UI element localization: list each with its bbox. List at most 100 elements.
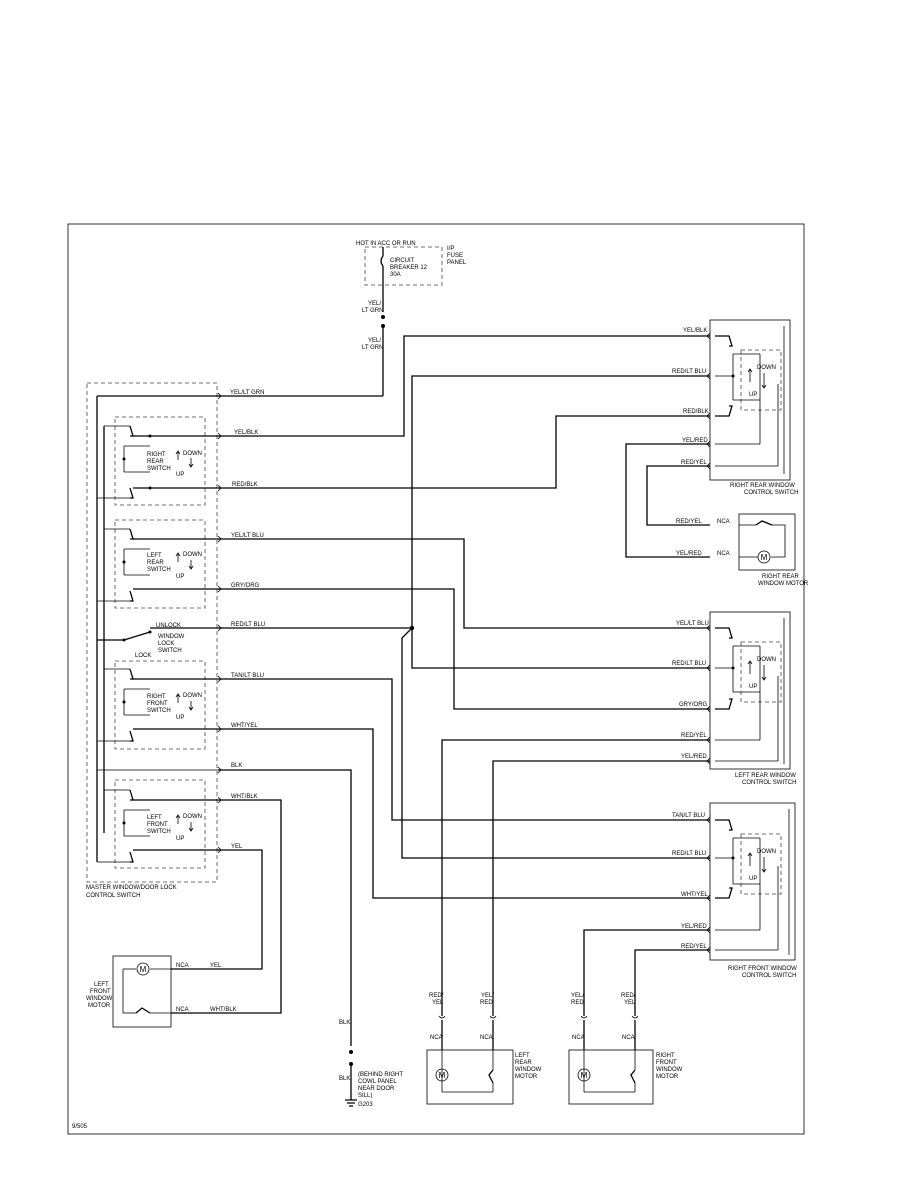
lr-motor-label-2: REAR — [515, 1060, 532, 1066]
wire-label-nca-rrm1: NCA — [717, 519, 730, 525]
footer-code: 9/505 — [72, 1124, 88, 1130]
rf-motor-label-3: WINDOW — [656, 1067, 683, 1073]
window-lock-label-1: WINDOW — [158, 634, 185, 640]
arrow-up-down-icon — [175, 552, 194, 570]
window-lock-label-2: LOCK — [158, 641, 174, 647]
arrow-up-down-icon — [175, 450, 194, 468]
lf-switch-label-3: SWITCH — [147, 829, 171, 835]
arrow-up-down-icon — [747, 852, 767, 873]
wire-label-yel-ltgrn-a1: YEL/ — [368, 301, 381, 307]
master-label-1: MASTER WINDOW/DOOR LOCK — [86, 885, 177, 891]
lr-motor-wire-1a: RED/ — [429, 993, 444, 999]
wire-label-nca-rrm2: NCA — [717, 551, 730, 557]
connector-pins — [217, 332, 711, 954]
wire-label-red-yel-lr: RED/YEL — [681, 733, 707, 739]
lr-window-motor: RED/ YEL YEL/ RED NCA NCA M LEFT REAR WI… — [426, 993, 542, 1105]
diagram-frame — [67, 223, 805, 1135]
wire-label-red-yel-rr: RED/YEL — [681, 460, 707, 466]
lr-switch-label-2: REAR — [147, 560, 164, 566]
lf-switch-up: UP — [176, 836, 184, 842]
fuse-panel: HOT IN ACC OR RUN I/P FUSE PANEL CIRCUIT… — [356, 241, 467, 396]
wire-label-tan-ltblu-m: TAN/LT BLU — [231, 673, 264, 679]
lr-motor-wire-1b: YEL — [432, 1000, 444, 1006]
rr-motor-label-1: RIGHT REAR — [762, 574, 800, 580]
wire-label-yel-m: YEL — [231, 844, 243, 850]
wire-label-yel-red-rr: YEL/RED — [682, 438, 708, 444]
master-label-2: CONTROL SWITCH — [86, 893, 140, 899]
motor-symbol: M — [761, 553, 768, 562]
rr-control-switch: DOWN UP RIGHT REAR WINDOW CONTROL SWITCH — [709, 319, 798, 496]
rf-motor-label-4: MOTOR — [656, 1074, 679, 1080]
wire-label-red-ltblu-lr: RED/LT BLU — [672, 661, 706, 667]
wire-label-yel-ltblu-m: YEL/LT BLU — [231, 533, 264, 539]
rf-ctrl-up: UP — [749, 876, 757, 882]
rr-ctrl-up: UP — [749, 392, 757, 398]
lr-switch-label-3: SWITCH — [147, 567, 171, 573]
motor-icon — [757, 550, 771, 564]
wire-label-red-yel-rf: RED/YEL — [681, 944, 707, 950]
splice-dot — [409, 625, 415, 631]
wire-label-red-ltblu-rr: RED/LT BLU — [672, 369, 706, 375]
wire-label-nca-lr2: NCA — [480, 1035, 493, 1041]
hot-label: HOT IN ACC OR RUN — [356, 241, 416, 247]
rf-motor-label-1: RIGHT — [656, 1053, 675, 1059]
wire-label-yel-ltblu-lr: YEL/LT BLU — [676, 621, 709, 627]
ground-label-3: NEAR DOOR — [358, 1086, 395, 1092]
unlock-label: UNLOCK — [156, 623, 181, 629]
rf-ctrl-label-2: CONTROL SWITCH — [742, 973, 796, 979]
rf-ctrl-down: DOWN — [757, 849, 776, 855]
wire-label-red-blk-rr: RED/BLK — [683, 409, 709, 415]
connector-dot — [381, 315, 385, 319]
left-rear-switch: LEFT REAR SWITCH DOWN UP — [122, 528, 218, 602]
wire-label-yel-red-lr: YEL/RED — [681, 754, 707, 760]
window-lock-switch: UNLOCK WINDOW LOCK SWITCH LOCK — [97, 623, 218, 659]
connector-dot — [349, 1050, 353, 1054]
rr-ctrl-label-2: CONTROL SWITCH — [744, 490, 798, 496]
panel-label-3: PANEL — [447, 260, 467, 266]
ground-icon — [345, 1099, 357, 1107]
arrow-up-down-icon — [175, 693, 194, 711]
rf-motor-label-2: FRONT — [656, 1060, 677, 1066]
lf-motor-label-3: WINDOW — [86, 996, 113, 1002]
wire-label-red-ltblu-m: RED/LT BLU — [231, 622, 265, 628]
wire-label-yel-blk-m: YEL/BLK — [234, 430, 258, 436]
wire-label-gry-org-lr: GRY/ORG — [679, 702, 708, 708]
lr-ctrl-up: UP — [749, 684, 757, 690]
lf-motor-label-4: MOTOR — [88, 1003, 111, 1009]
wire-label-nca-rf1: NCA — [572, 1035, 585, 1041]
motor-icon — [136, 962, 150, 976]
wire-label-tan-ltblu-rf: TAN/LT BLU — [672, 813, 705, 819]
lr-motor-label-4: MOTOR — [515, 1074, 538, 1080]
right-front-switch: RIGHT FRONT SWITCH DOWN UP — [122, 668, 218, 742]
rr-ctrl-label-1: RIGHT REAR WINDOW — [730, 483, 795, 489]
rf-motor-wire-1b: RED — [571, 1000, 584, 1006]
arrow-up-down-icon — [175, 814, 194, 832]
wire-label-wht-yel-rf: WHT/YEL — [681, 892, 708, 898]
arrow-up-down-icon — [747, 368, 767, 389]
wire-label-nca-rf2: NCA — [622, 1035, 635, 1041]
lock-label: LOCK — [135, 653, 151, 659]
lf-window-motor: M LEFT FRONT WINDOW MOTOR NCA NCA YEL WH… — [86, 955, 237, 1028]
master-control-switch: MASTER WINDOW/DOOR LOCK CONTROL SWITCH R… — [86, 382, 218, 899]
wire-label-blk-gnd2: BLK — [339, 1076, 350, 1082]
wire-label-yel-blk-rr: YEL/BLK — [683, 328, 707, 334]
rf-switch-label-3: SWITCH — [147, 708, 171, 714]
lr-motor-wire-2a: YEL/ — [481, 993, 494, 999]
motor-icon — [577, 1068, 591, 1082]
lr-ctrl-label-1: LEFT REAR WINDOW — [735, 773, 796, 779]
rf-control-switch: DOWN UP RIGHT FRONT WINDOW CONTROL SWITC… — [709, 802, 797, 979]
left-front-switch: LEFT FRONT SWITCH DOWN UP — [122, 789, 218, 863]
wire-label-red-blk-m: RED/BLK — [232, 482, 258, 488]
wire-label-yel-ltgrn-a2: LT GRN — [362, 308, 383, 314]
wire-label-wht-blk-lfm: WHT/BLK — [210, 1007, 237, 1013]
wire-label-yel-red-rrm: YEL/RED — [676, 551, 702, 557]
rf-motor-wire-1a: YEL/ — [571, 993, 584, 999]
wire-label-yel-ltgrn: YEL/LT GRN — [230, 390, 264, 396]
rr-switch-label-3: SWITCH — [147, 466, 171, 472]
wire-label-wht-blk-m: WHT/BLK — [231, 794, 258, 800]
rf-switch-label-2: FRONT — [147, 701, 168, 707]
lr-ctrl-down: DOWN — [757, 657, 776, 663]
wire-runs: YEL/LT GRN YEL/BLK YEL/BLK RED/BLK RED/B… — [205, 328, 730, 1046]
ground-id: G203 — [358, 1102, 373, 1108]
lf-switch-label-1: LEFT — [147, 815, 162, 821]
